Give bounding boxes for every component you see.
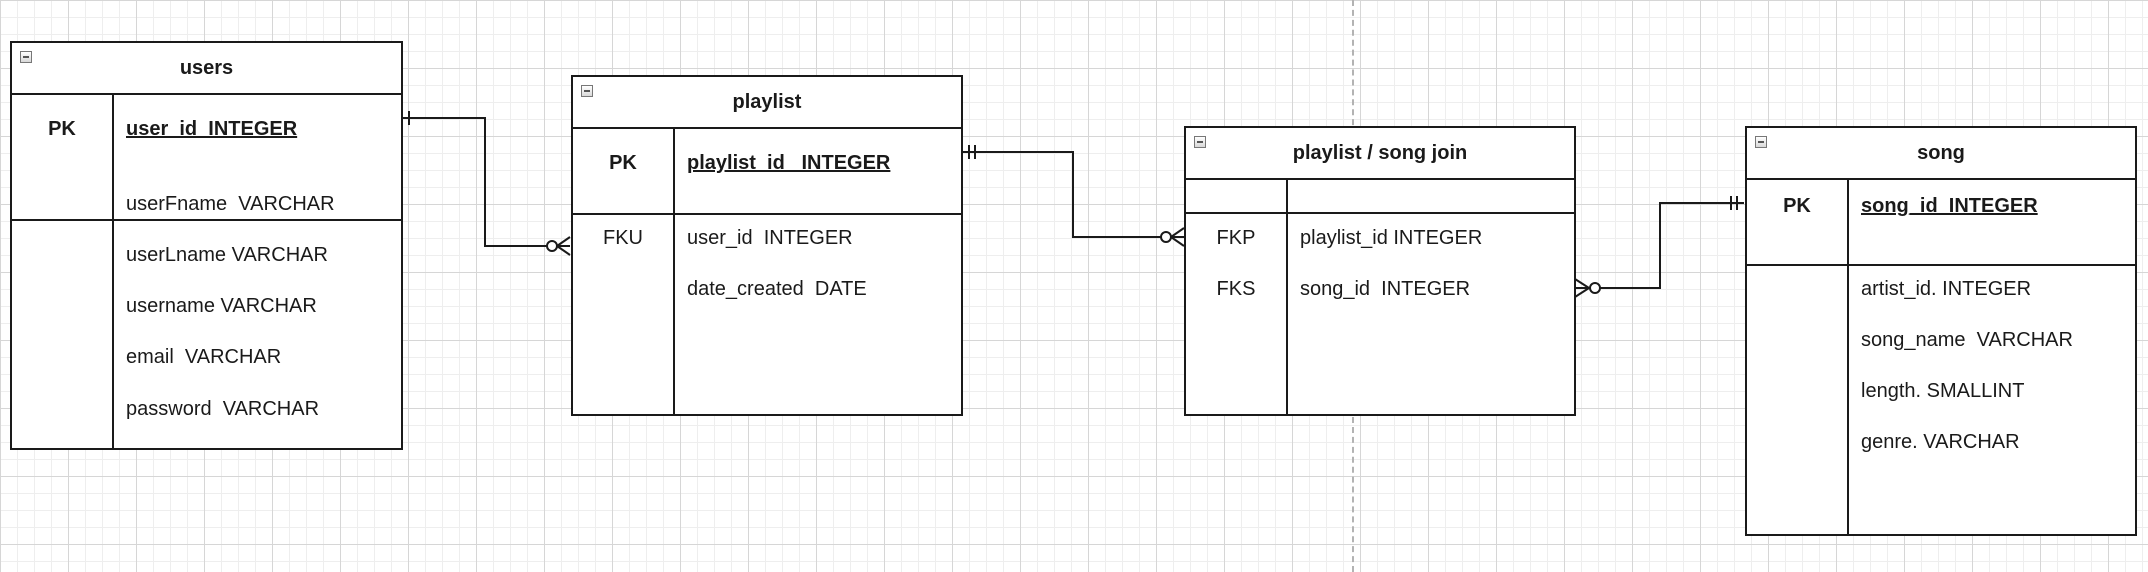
field-row: userFname VARCHAR bbox=[126, 193, 335, 215]
field-row: userLname VARCHAR bbox=[126, 244, 328, 266]
field-row: username VARCHAR bbox=[126, 295, 317, 317]
cardinality-zero-circle bbox=[546, 240, 558, 252]
fk-label: FKU bbox=[603, 227, 643, 249]
field-row: date_created DATE bbox=[687, 278, 867, 300]
crowfoot-many-mark bbox=[1170, 227, 1185, 238]
field-row: password VARCHAR bbox=[126, 398, 320, 420]
field-row: email VARCHAR bbox=[126, 346, 282, 368]
primary-key-section: PK song_id INTEGER bbox=[1747, 180, 2135, 266]
collapse-icon[interactable] bbox=[581, 85, 593, 97]
entity-title: playlist / song join bbox=[1292, 142, 1468, 164]
pk-field: user_id INTEGER bbox=[126, 118, 298, 140]
relationship-playlist-join[interactable] bbox=[962, 145, 1185, 247]
field-row: genre. VARCHAR bbox=[1861, 431, 2020, 453]
field-row: song_name VARCHAR bbox=[1861, 329, 2073, 351]
column-divider bbox=[1847, 180, 1849, 534]
fk-label: FKS bbox=[1216, 278, 1256, 300]
crowfoot-many-mark bbox=[556, 236, 571, 247]
column-divider bbox=[673, 129, 675, 414]
pk-field: song_id INTEGER bbox=[1861, 195, 2038, 217]
fk-label: FKP bbox=[1216, 227, 1256, 249]
entity-title: song bbox=[1917, 142, 1965, 164]
pk-label: PK bbox=[609, 152, 637, 174]
entity-header: users bbox=[12, 43, 401, 95]
relationship-users-playlist[interactable] bbox=[402, 111, 571, 256]
pk-label: PK bbox=[1783, 195, 1811, 217]
entity-header: playlist bbox=[573, 77, 961, 129]
crowfoot-many-mark bbox=[1574, 278, 1590, 289]
field-row: length. SMALLINT bbox=[1861, 380, 2025, 402]
collapse-icon[interactable] bbox=[20, 51, 32, 63]
entity-playlist[interactable]: playlist PK playlist_id INTEGER FKU user… bbox=[571, 75, 963, 416]
pk-label: PK bbox=[48, 118, 76, 140]
column-divider bbox=[1286, 180, 1288, 414]
field-row: playlist_id INTEGER bbox=[1300, 227, 1483, 249]
collapse-icon[interactable] bbox=[1194, 136, 1206, 148]
entity-song[interactable]: song PK song_id INTEGER artist_id. INTEG… bbox=[1745, 126, 2137, 536]
entity-header: playlist / song join bbox=[1186, 128, 1574, 180]
entity-users[interactable]: users PK user_id INTEGER userFname VARCH… bbox=[10, 41, 403, 450]
entity-title: users bbox=[179, 57, 234, 79]
cardinality-zero-circle bbox=[1589, 282, 1601, 294]
field-row: user_id INTEGER bbox=[687, 227, 853, 249]
field-row: artist_id. INTEGER bbox=[1861, 278, 2032, 300]
column-divider bbox=[112, 95, 114, 448]
pk-field: playlist_id INTEGER bbox=[687, 152, 891, 174]
cardinality-zero-circle bbox=[1160, 231, 1172, 243]
entity-playlist-song-join[interactable]: playlist / song join FKP playlist_id INT… bbox=[1184, 126, 1576, 416]
primary-key-section bbox=[1186, 180, 1574, 214]
primary-key-section: PK user_id INTEGER bbox=[12, 95, 401, 221]
entity-title: playlist bbox=[732, 91, 802, 113]
field-row: song_id INTEGER bbox=[1300, 278, 1471, 300]
primary-key-section: PK playlist_id INTEGER bbox=[573, 129, 961, 215]
entity-header: song bbox=[1747, 128, 2135, 180]
collapse-icon[interactable] bbox=[1755, 136, 1767, 148]
relationship-join-song[interactable] bbox=[1574, 196, 1744, 298]
